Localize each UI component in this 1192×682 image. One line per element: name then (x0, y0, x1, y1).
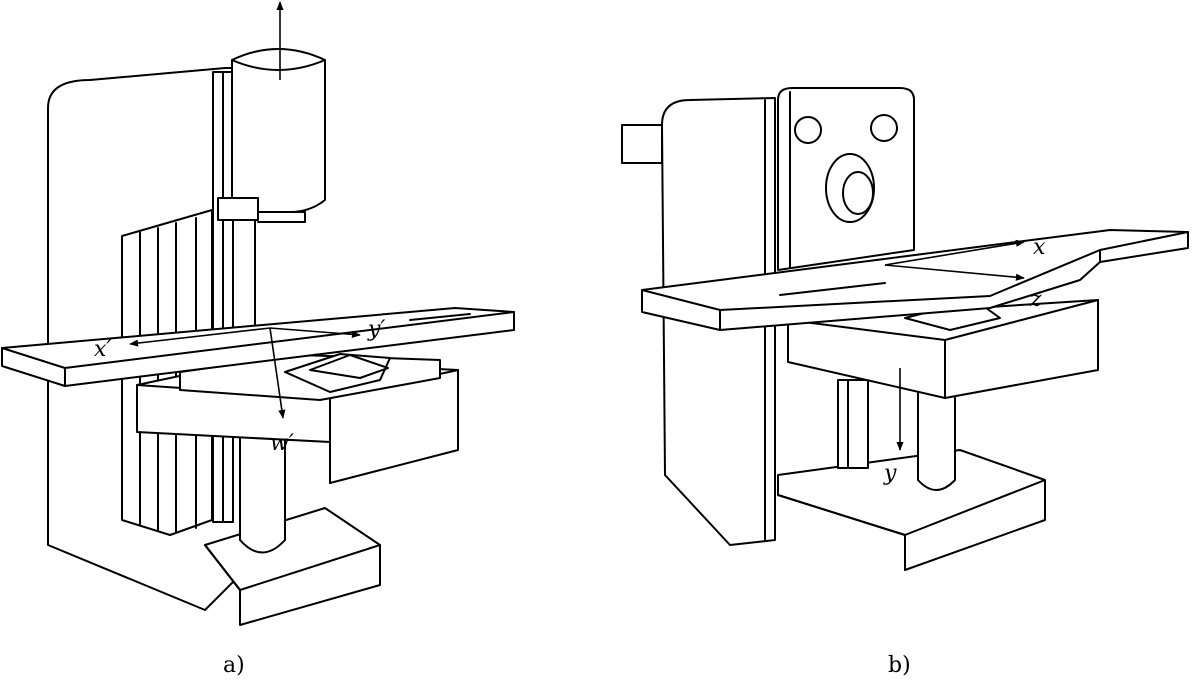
arrow-w-a (269, 327, 286, 419)
label-w-prime: w′ (270, 431, 294, 456)
label-x: x (1033, 235, 1046, 260)
caption-a: a) (223, 653, 245, 678)
arrow-x-a (129, 327, 271, 347)
knee-b (787, 299, 1099, 399)
arrow-x-b (884, 239, 1025, 266)
label-y: y (883, 461, 897, 486)
side-stub-b (621, 124, 663, 164)
machine-a: x′ y′ w′ (1, 1, 515, 626)
hole-left-b (794, 116, 822, 144)
arrow-z-b (884, 264, 1025, 281)
spindle-head-a (231, 48, 326, 213)
table-b (641, 229, 1189, 331)
support-column-b (917, 389, 956, 491)
arrow-y-a (269, 327, 361, 338)
spindle-collar-a (217, 197, 259, 221)
label-y-prime: y′ (367, 317, 385, 342)
knee-support-a (239, 419, 286, 554)
base-b (777, 449, 1046, 571)
machine-b: x z y (621, 87, 1189, 571)
caption-b: b) (888, 653, 911, 678)
label-x-prime: x′ (94, 337, 111, 362)
label-z: z (1029, 287, 1042, 312)
knee-guide-b (837, 379, 869, 469)
hole-right-b (870, 114, 898, 142)
